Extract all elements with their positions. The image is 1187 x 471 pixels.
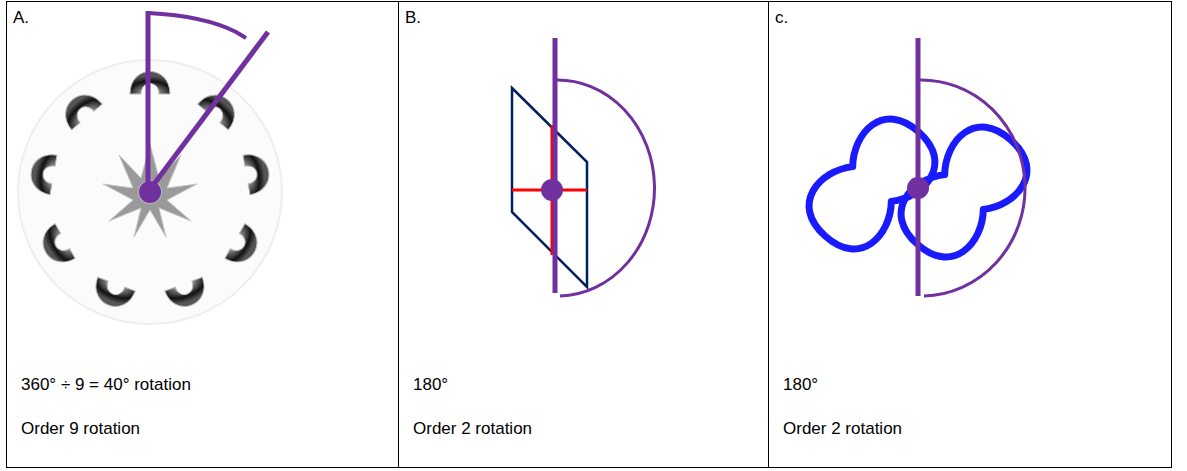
caption-text: 180° [783, 375, 818, 395]
order-2-parallelogram [512, 38, 654, 296]
caption-text: 180° [413, 375, 448, 395]
panel-letter: B. [405, 8, 421, 28]
caption-text: Order 9 rotation [21, 419, 140, 439]
order-9-figure [18, 11, 282, 324]
panel-letter: A. [13, 8, 29, 28]
table-cell: c. 180° Order 2 rotation [768, 1, 1172, 468]
caption-text: 360° ÷ 9 = 40° rotation [21, 375, 191, 395]
table-cell: B. 180° Order 2 rotation [398, 1, 769, 468]
caption-text: Order 2 rotation [783, 419, 902, 439]
panel-letter: c. [775, 8, 788, 28]
table-cell: A. 360° ÷ 9 = 40° rotationOrder 9 rotatio… [6, 1, 399, 468]
order-2-loops [795, 38, 1040, 296]
caption-text: Order 2 rotation [413, 419, 532, 439]
